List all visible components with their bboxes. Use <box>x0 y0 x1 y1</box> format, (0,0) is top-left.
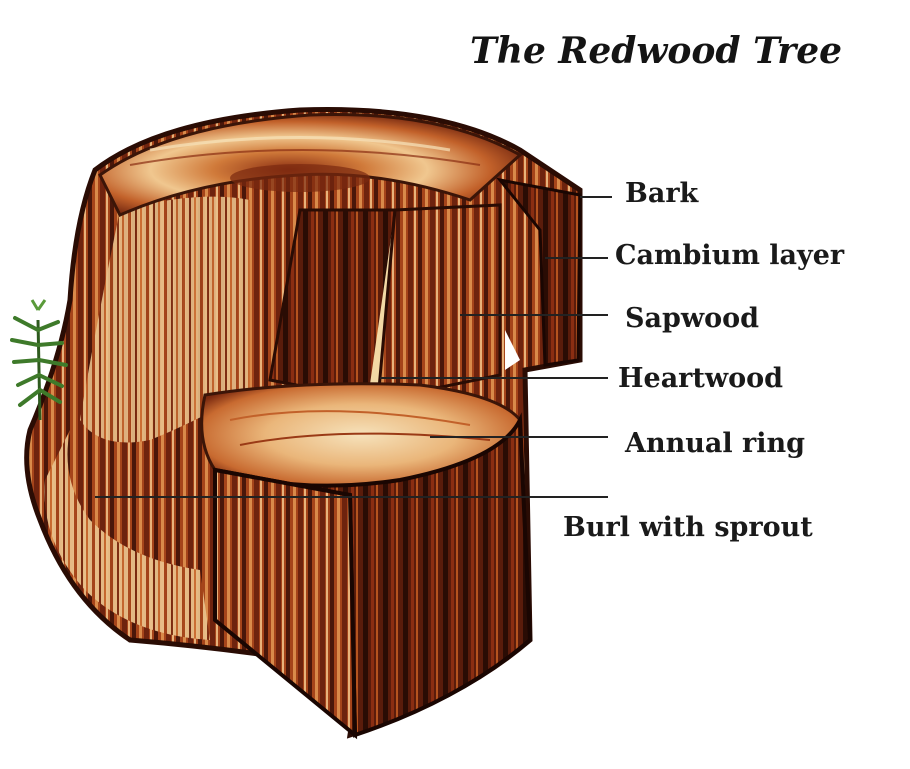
label-bark: Bark <box>625 178 699 209</box>
label-sapwood: Sapwood <box>625 303 760 334</box>
label-annual-ring: Annual ring <box>625 428 805 459</box>
sprout-icon <box>10 299 68 421</box>
front-block <box>214 412 533 738</box>
label-heartwood: Heartwood <box>618 363 784 394</box>
diagram-title: The Redwood Tree <box>470 30 843 72</box>
left-face <box>80 196 250 443</box>
bark-strips <box>496 177 582 367</box>
label-burl-with-sprout: Burl with sprout <box>563 512 813 543</box>
burl-sapwood <box>44 430 210 640</box>
leader-lines <box>95 196 612 498</box>
label-cambium-layer: Cambium layer <box>615 240 845 271</box>
